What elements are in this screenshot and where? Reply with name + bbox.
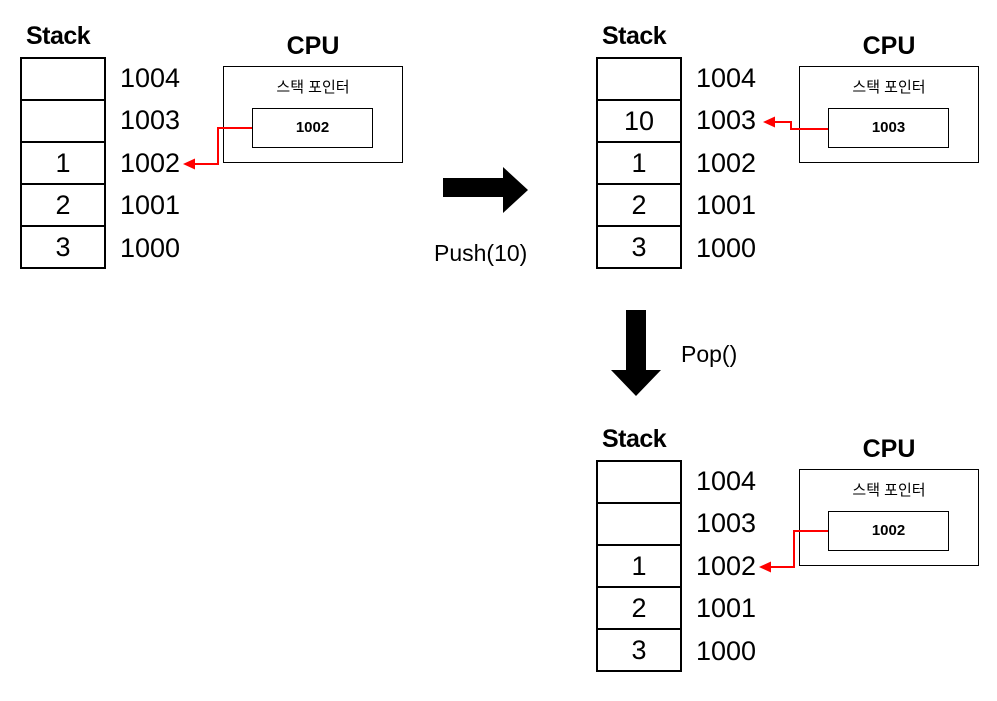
stack-cell: 10 [598,101,680,143]
stack-cell [598,59,680,101]
stack-pointer-register: 1002 [828,511,949,551]
address-column: 1004 1003 1002 1001 1000 [120,57,180,269]
address-label: 1003 [120,105,181,136]
stack-pointer-label: 스택 포인터 [276,79,350,96]
address-label: 1000 [696,635,757,666]
cpu-title: CPU [286,32,340,60]
stack-cell: 2 [598,588,680,630]
pop-down-block-arrow-icon [611,310,661,396]
panel-initial-state: Stack 1 2 3 1004 1003 1002 1001 1000 CPU… [0,0,430,300]
panel-after-pop: Stack 1 2 3 1004 1003 1002 1001 1000 CPU… [576,403,997,701]
address-label: 1004 [696,63,757,93]
stack-pointer-register: 1003 [828,108,949,148]
stack-pointer-label: 스택 포인터 [852,482,926,499]
stack-cell: 2 [598,185,680,227]
push-right-block-arrow-icon [443,167,528,213]
stack-cell: 2 [22,185,104,227]
stack-pointer-label: 스택 포인터 [852,79,926,96]
address-label: 1004 [696,466,757,496]
push-operation-label: Push(10) [434,240,528,266]
stack-title: Stack [602,425,667,453]
stack-cell: 1 [598,546,680,588]
address-column: 1004 1003 1002 1001 1000 [696,460,756,672]
address-label: 1001 [696,593,757,624]
address-label: 1002 [696,147,757,178]
address-label: 1002 [120,147,181,178]
cpu-title: CPU [862,32,916,60]
stack-table: 1 2 3 [20,57,106,269]
stack-cell [22,59,104,101]
stack-cell: 3 [55,231,71,262]
stack-title: Stack [26,22,91,50]
address-label: 1001 [696,190,757,221]
stack-cell [598,504,680,546]
address-label: 1000 [120,232,181,263]
pop-operation-label: Pop() [681,341,738,367]
address-label: 1003 [696,105,757,136]
stack-cell [598,462,680,504]
address-label: 1004 [120,63,181,93]
stack-cell [22,101,104,143]
address-label: 1002 [696,550,757,581]
stack-table: 10 1 2 3 [596,57,682,269]
stack-cell: 1 [22,143,104,185]
stack-cell: 1 [598,143,680,185]
stack-cell: 3 [631,634,647,665]
address-label: 1003 [696,508,757,539]
stack-cell: 3 [631,231,647,262]
stack-title: Stack [602,22,667,50]
stack-pointer-register: 1002 [252,108,373,148]
panel-after-push: Stack 10 1 2 3 1004 1003 1002 1001 1000 … [576,0,997,300]
address-label: 1001 [120,190,181,221]
address-label: 1000 [696,232,757,263]
cpu-title: CPU [862,435,916,463]
address-column: 1004 1003 1002 1001 1000 [696,57,756,269]
stack-table: 1 2 3 [596,460,682,672]
